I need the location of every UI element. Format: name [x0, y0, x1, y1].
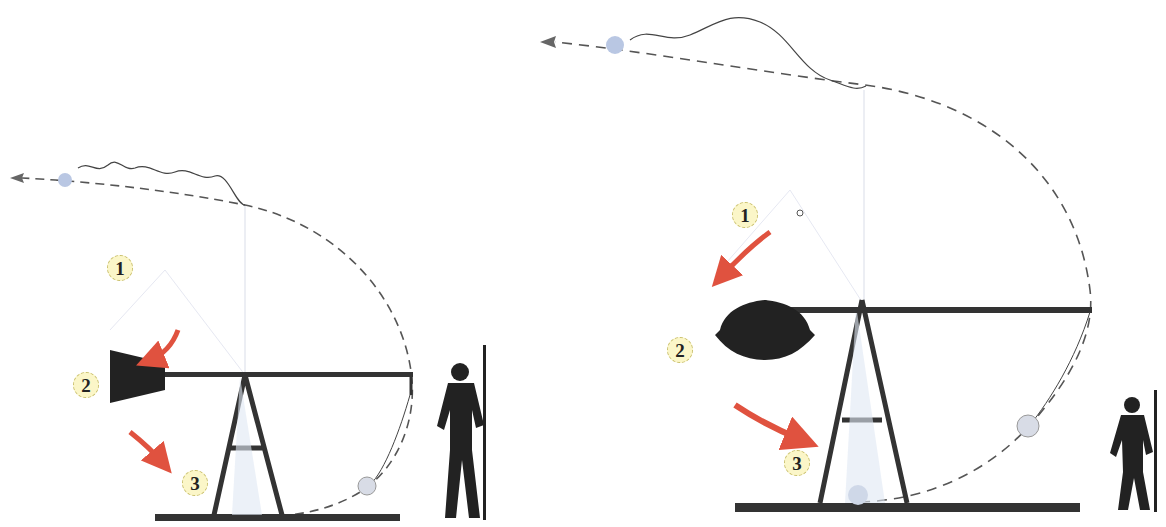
counterweight — [715, 300, 815, 360]
throwing-arm — [163, 372, 413, 377]
soldier — [437, 345, 486, 520]
small-trebuchet — [10, 162, 486, 521]
callout-number: 3 — [182, 470, 208, 496]
sling — [630, 18, 866, 89]
large-trebuchet — [540, 18, 1157, 512]
soldier — [1110, 390, 1157, 512]
callout-number: 2 — [73, 372, 99, 398]
base — [155, 514, 400, 521]
callout-number: 1 — [107, 255, 133, 281]
projectile — [58, 173, 72, 187]
projectile — [606, 36, 624, 54]
base — [735, 503, 1080, 512]
sling — [78, 162, 245, 205]
projectile — [1017, 415, 1039, 437]
trajectory — [555, 42, 1091, 502]
callout-number: 3 — [784, 450, 810, 476]
callout-number: 2 — [667, 337, 693, 363]
trajectory — [22, 178, 412, 516]
callout-number: 1 — [732, 202, 758, 228]
projectile — [358, 477, 376, 495]
pivot-marker — [797, 210, 803, 216]
